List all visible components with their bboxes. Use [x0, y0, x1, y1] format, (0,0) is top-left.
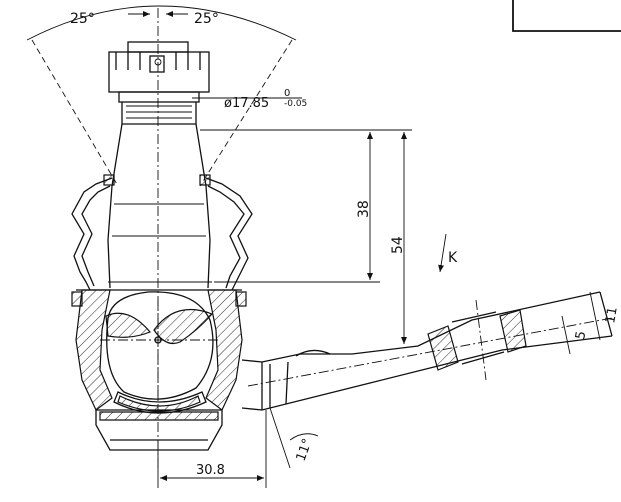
width-dimension: 30.8 — [157, 410, 267, 488]
diameter-callout: ø17.85 0 -0.05 — [192, 88, 307, 111]
angle-left-label: 25° — [70, 11, 95, 27]
steering-arm — [241, 291, 613, 411]
swing-angle-dimension: 25° 25° — [26, 5, 297, 470]
ball-head — [100, 291, 220, 414]
angle-arm-label: 11° — [294, 437, 316, 464]
arm-end-dimensions: 5 11 — [561, 291, 621, 355]
ball-stud — [107, 123, 212, 289]
rubber-boot — [71, 174, 253, 307]
height-dimensions: 38 54 — [200, 129, 412, 344]
dim-width-label: 30.8 — [196, 463, 225, 478]
joint-housing — [75, 289, 243, 451]
dim-11-label: 11 — [603, 306, 621, 325]
angle-right-label: 25° — [194, 11, 219, 27]
view-arrow: K — [438, 233, 458, 273]
view-marker-label: K — [448, 250, 458, 266]
dim-5-label: 5 — [573, 330, 589, 341]
title-block-frame — [512, 0, 621, 32]
dim-38-label: 38 — [356, 200, 372, 218]
dim-54-label: 54 — [390, 236, 406, 254]
diameter-label: ø17.85 — [224, 96, 269, 111]
tolerance-upper-label: 0 — [284, 88, 290, 99]
tolerance-lower-label: -0.05 — [284, 99, 307, 109]
arm-angle-dimension: 11° — [269, 407, 319, 469]
castle-nut — [108, 41, 210, 125]
